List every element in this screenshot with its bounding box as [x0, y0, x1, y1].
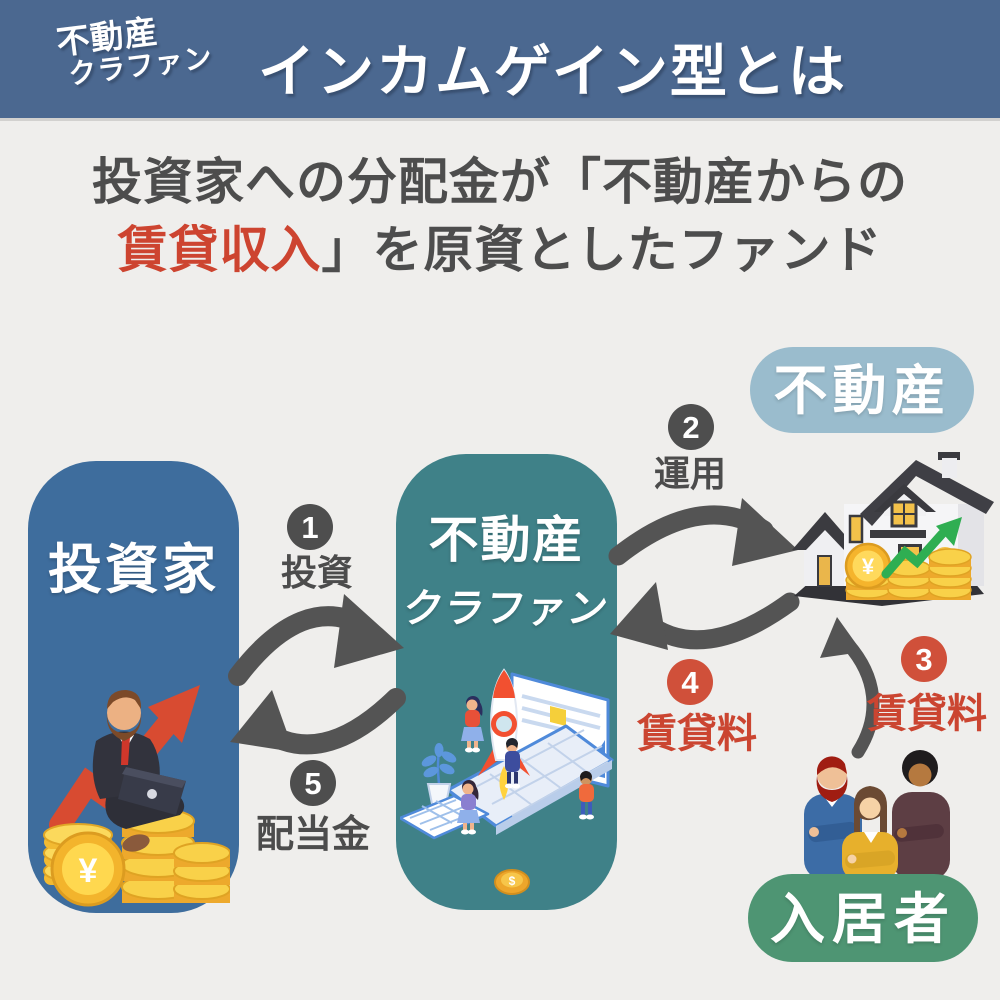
- headline-highlight: 賃貸収入: [117, 222, 322, 278]
- rent-to-fund-arrow: [636, 592, 800, 650]
- page-title: インカムゲイン型とは: [258, 40, 847, 104]
- step3-number-badge: 3: [901, 636, 947, 682]
- coin-stack-right-icon: [173, 842, 230, 903]
- step5-label: 配当金: [255, 814, 370, 856]
- step3-label: 賃貸料: [867, 692, 987, 736]
- headline-line2: 賃貸収入」を原資としたファンド: [0, 216, 1000, 284]
- step2-label: 運用: [653, 453, 726, 494]
- step4-number-badge: 4: [667, 659, 713, 705]
- step1-label: 投資: [280, 552, 353, 593]
- plant-icon: [421, 743, 457, 805]
- step5-number-badge: 5: [290, 760, 336, 806]
- step2-number-badge: 2: [668, 404, 714, 450]
- dollar-coin-icon: $: [494, 869, 530, 895]
- house-illustration: ¥: [792, 452, 994, 606]
- tiny-person-right-icon: [579, 771, 594, 820]
- yen-symbol: ¥: [79, 852, 98, 890]
- growth-arrow-icon: [881, 517, 962, 579]
- yen-coin-icon: ¥: [844, 542, 892, 590]
- yen-symbol: ¥: [862, 554, 875, 579]
- tenant-woman-icon: [842, 786, 898, 880]
- rent-to-fund-arrow-head: [610, 582, 668, 650]
- site-logo: 不動産 クラファン: [54, 7, 215, 91]
- real-estate-pill: 不動産: [750, 347, 974, 433]
- investor-box-label: 投資家: [48, 540, 219, 600]
- headline: 投資家への分配金が「不動産からの 賃貸収入」を原資としたファンド: [0, 148, 1000, 284]
- header-banner: 不動産 クラファン インカムゲイン型とは: [0, 0, 1000, 118]
- tiny-person-left-icon: [461, 696, 484, 753]
- businessman-icon: [92, 690, 186, 852]
- step1-number-badge: 1: [287, 504, 333, 550]
- tiny-person-center-icon: [505, 738, 520, 789]
- dividend-arrow-head: [230, 690, 294, 752]
- invest-arrow-head: [334, 594, 404, 668]
- tenant-person-icon: [892, 750, 950, 880]
- investor-illustration: ¥: [43, 685, 230, 907]
- rent-up-arrow-head: [820, 617, 862, 658]
- operate-arrow-head: [732, 498, 798, 566]
- tenant-pill: 入居者: [748, 874, 978, 962]
- yen-coin-icon: ¥: [50, 831, 126, 907]
- crowdfunding-box-label1: 不動産: [428, 512, 585, 568]
- dollar-symbol: $: [509, 874, 516, 888]
- rent-up-arrow: [841, 637, 880, 759]
- rocket-icon: [478, 668, 530, 800]
- headline-line1: 投資家への分配金が「不動産からの: [92, 154, 908, 210]
- house-roof: [860, 460, 994, 526]
- crowdfunding-illustration: $: [400, 668, 614, 895]
- tenants-illustration: [804, 750, 950, 880]
- step4-label: 賃貸料: [637, 712, 757, 756]
- headline-line2-rest: 」を原資としたファンド: [321, 222, 883, 278]
- tiny-person-bottom-icon: [457, 780, 480, 835]
